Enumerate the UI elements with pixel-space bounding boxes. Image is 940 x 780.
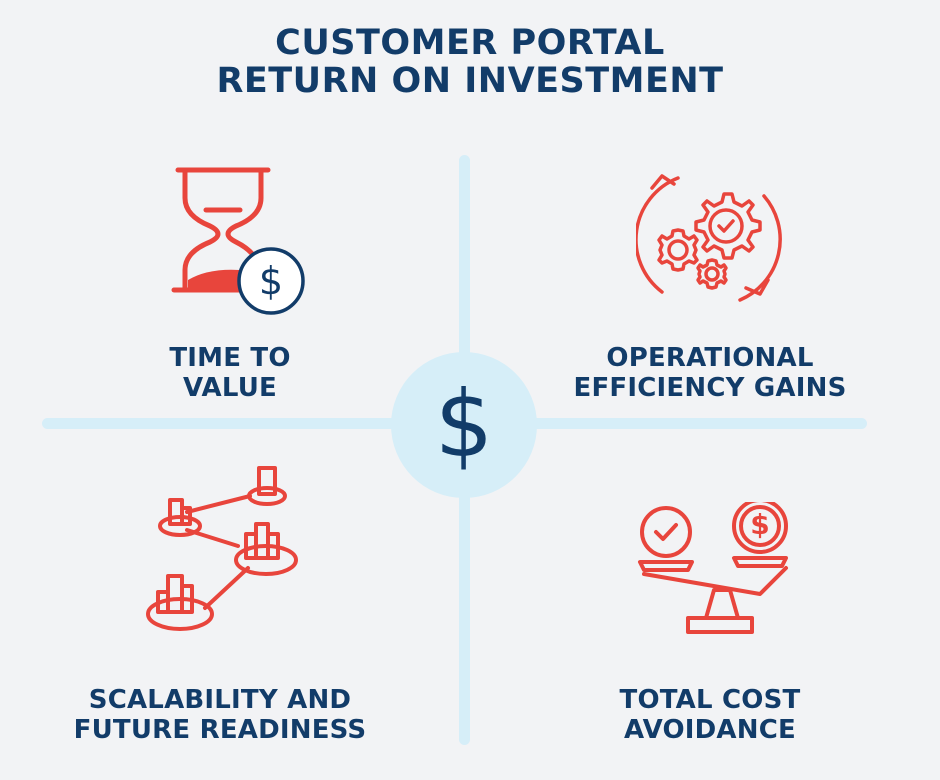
label-operational-efficiency-line2: EFFICIENCY GAINS — [573, 373, 847, 403]
growth-steps-icon — [146, 466, 298, 631]
hourglass-dollar-symbol: $ — [258, 259, 284, 303]
label-operational-efficiency-line1: OPERATIONAL — [606, 343, 814, 373]
label-time-to-value-line1: TIME TO — [169, 343, 291, 373]
label-time-to-value: TIME TO VALUE — [110, 343, 350, 403]
label-operational-efficiency: OPERATIONAL EFFICIENCY GAINS — [560, 343, 860, 403]
label-scalability-line1: SCALABILITY AND — [88, 685, 352, 715]
label-total-cost-avoidance: TOTAL COST AVOIDANCE — [570, 685, 850, 745]
label-time-to-value-line2: VALUE — [183, 373, 277, 403]
label-total-cost-avoidance-line1: TOTAL COST — [619, 685, 801, 715]
hourglass-dollar-icon — [171, 167, 305, 315]
label-scalability: SCALABILITY AND FUTURE READINESS — [60, 685, 380, 745]
label-scalability-line2: FUTURE READINESS — [73, 715, 367, 745]
gears-cycle-icon — [636, 174, 782, 302]
page-title-line-1: CUSTOMER PORTAL — [275, 23, 665, 63]
center-dollar-sign: $ — [434, 371, 494, 478]
coin-dollar-symbol: $ — [750, 508, 770, 541]
label-total-cost-avoidance-line2: AVOIDANCE — [624, 715, 796, 745]
balance-scale-icon — [638, 502, 788, 634]
page-title-line-2: RETURN ON INVESTMENT — [216, 61, 724, 101]
center-circle — [391, 352, 537, 498]
